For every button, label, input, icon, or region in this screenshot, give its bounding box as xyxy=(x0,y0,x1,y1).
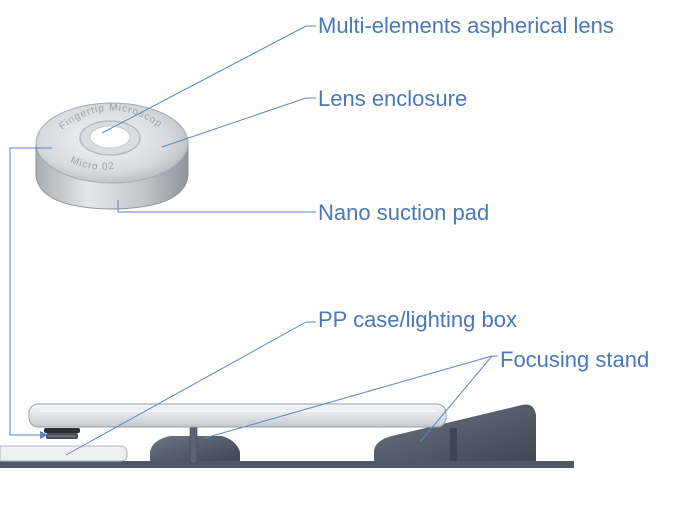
label-focusing-stand: Focusing stand xyxy=(500,347,649,372)
leader-lines xyxy=(9,25,498,456)
glass-slide xyxy=(0,445,128,462)
base-plate xyxy=(0,461,574,468)
svg-text:Fingertip Microscope: Fingertip Microscope xyxy=(0,0,164,132)
label-nano-suction-pad: Nano suction pad xyxy=(318,200,489,225)
lens-enclosure-illustration: Fingertip Microscope Micro 02 xyxy=(0,0,189,210)
label-lens-enclosure: Lens enclosure xyxy=(318,86,467,111)
label-aspherical-lens: Multi-elements aspherical lens xyxy=(318,13,614,38)
lens-engraving-top: Fingertip Microscope xyxy=(0,0,163,132)
lens-glass xyxy=(89,125,131,149)
nano-suction-pad xyxy=(44,428,80,439)
pp-case xyxy=(28,403,447,428)
label-pp-case: PP case/lighting box xyxy=(318,307,517,332)
